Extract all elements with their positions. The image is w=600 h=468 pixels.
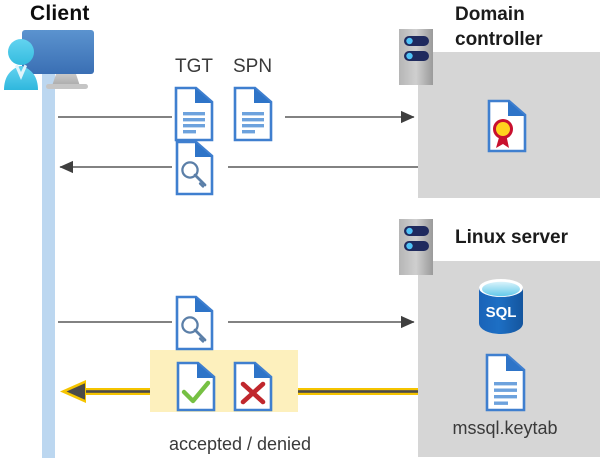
spn-label: SPN [233, 56, 273, 77]
client-lifeline [42, 72, 55, 458]
domain-controller-label: Domain controller [455, 2, 595, 52]
tgt-label: TGT [175, 56, 213, 77]
domain-controller-panel [418, 52, 600, 198]
document-spn-icon [233, 86, 273, 142]
domain-controller-label-line2: controller [455, 29, 543, 50]
client-label: Client [30, 2, 90, 25]
document-key-present-icon [175, 295, 214, 351]
domain-controller-label-line1: Domain [455, 4, 525, 25]
keytab-label: mssql.keytab [452, 418, 558, 438]
document-key-ticket-icon [175, 140, 214, 196]
linux-server-label: Linux server [455, 227, 568, 248]
auth-result-label: accepted / denied [168, 434, 312, 454]
auth-result-highlight [150, 350, 298, 412]
document-tgt-icon [174, 86, 214, 142]
